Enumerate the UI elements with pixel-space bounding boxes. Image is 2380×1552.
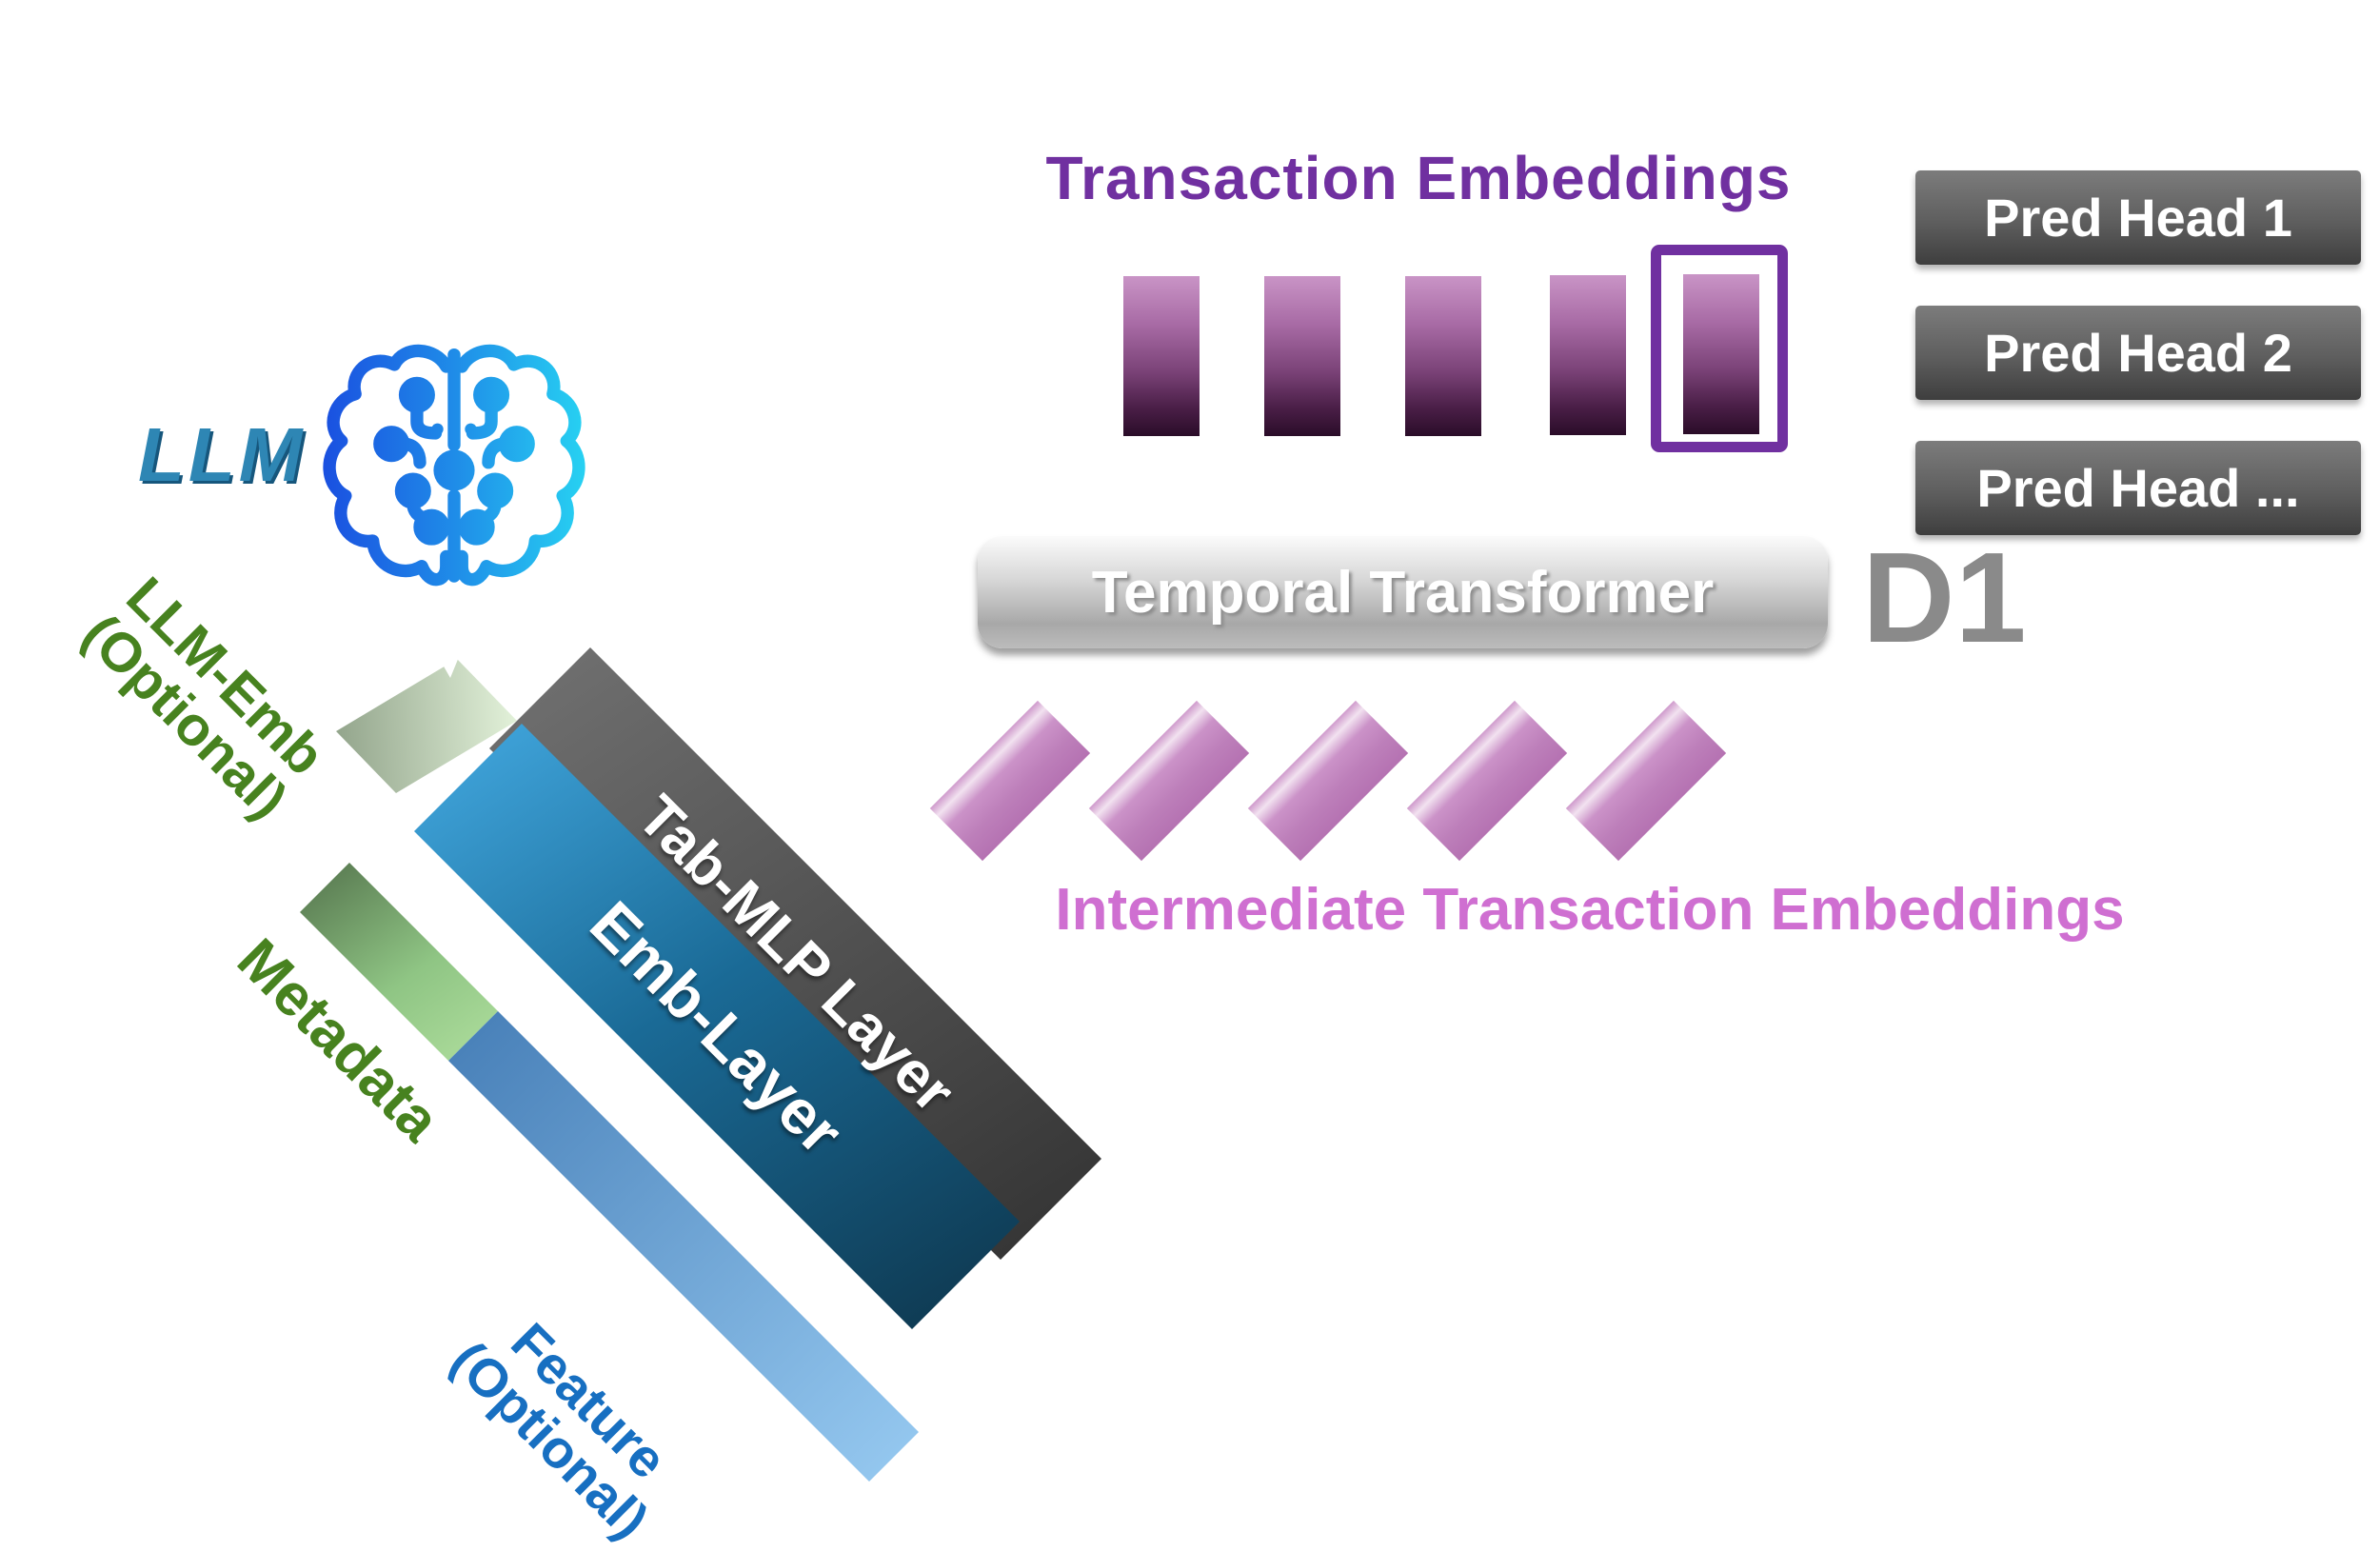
metadata-input-bar xyxy=(300,863,498,1061)
embedding-highlight-border xyxy=(1651,245,1788,452)
emb-layer-bar xyxy=(414,724,1020,1329)
embedding-token-bar-highlighted xyxy=(1683,274,1759,434)
pred-head-2-box: Pred Head 2 xyxy=(1915,306,2361,400)
embedding-token-bar xyxy=(1264,276,1340,436)
embedding-token-bar xyxy=(1123,276,1200,436)
llm-emb-input-bar xyxy=(336,659,517,793)
d1-label: D1 xyxy=(1862,526,2027,669)
pred-head-more-box: Pred Head ... xyxy=(1915,441,2361,535)
intermediate-embeddings-title: Intermediate Transaction Embeddings xyxy=(1055,877,2125,943)
embedding-token-bar xyxy=(1550,275,1626,435)
feature-input-bar xyxy=(448,1011,919,1482)
brain-circuit-icon xyxy=(323,344,585,587)
transaction-embeddings-title: Transaction Embeddings xyxy=(1045,144,1792,212)
llm-label: LLM xyxy=(138,412,307,497)
tab-mlp-layer-bar xyxy=(489,647,1101,1260)
embedding-token-bar xyxy=(1405,276,1481,436)
pred-head-1-box: Pred Head 1 xyxy=(1915,170,2361,265)
llm-emb-bar-notch xyxy=(439,657,459,678)
temporal-transformer-bar: Temporal Transformer xyxy=(978,536,1828,648)
